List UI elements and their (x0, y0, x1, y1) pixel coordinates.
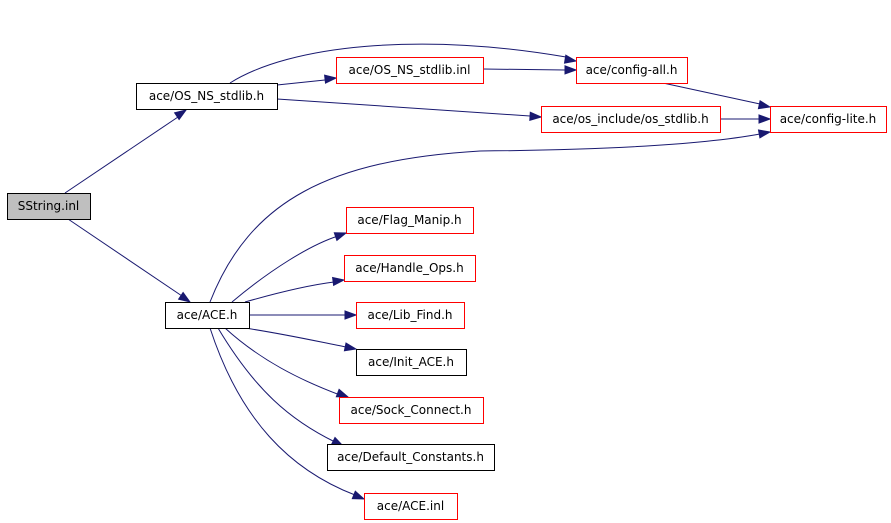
arrowhead (343, 342, 358, 352)
node-label: ace/Init_ACE.h (368, 355, 454, 369)
edge-line (276, 79, 326, 86)
edge-line (229, 43, 567, 84)
node-label: ace/Sock_Connect.h (351, 403, 472, 417)
node-box[interactable] (356, 349, 467, 376)
node-label: ace/Flag_Manip.h (357, 213, 461, 227)
arrowhead (758, 114, 772, 124)
node-box[interactable] (346, 207, 474, 234)
edge-ace_h-to-default_constants_h (217, 327, 345, 447)
arrowhead (344, 310, 358, 320)
edge-os_ns_stdlib_h-to-os_include_os_stdlib_h (276, 98, 543, 121)
edge-line (67, 218, 183, 297)
node-label: ace/config-lite.h (780, 112, 877, 126)
node-config-all-h[interactable]: ace/config-all.h (576, 57, 688, 84)
node-box[interactable] (770, 106, 887, 133)
node-init-ace-h[interactable]: ace/Init_ACE.h (356, 349, 467, 376)
edge-line (217, 327, 336, 443)
node-box[interactable] (364, 493, 458, 520)
node-label: ace/ACE.h (177, 308, 238, 322)
node-label: SString.inl (18, 199, 80, 213)
arrowhead (351, 490, 366, 500)
arrowhead (335, 388, 350, 398)
node-label: ace/ACE.inl (377, 499, 444, 513)
node-os-ns-stdlib-h[interactable]: ace/OS_NS_stdlib.h (136, 83, 278, 110)
arrowhead (564, 65, 578, 75)
edge-line (244, 281, 335, 303)
arrowhead (177, 291, 192, 303)
edge-line (224, 327, 341, 396)
node-ace-inl[interactable]: ace/ACE.inl (364, 493, 458, 520)
node-box[interactable] (136, 83, 278, 110)
edge-line (244, 327, 347, 348)
edge-line (482, 68, 566, 71)
node-lib-find-h[interactable]: ace/Lib_Find.h (356, 302, 465, 329)
arrowhead (563, 54, 578, 64)
edge-ace_h-to-sock_connect_h (224, 327, 350, 398)
node-config-lite-h[interactable]: ace/config-lite.h (770, 106, 887, 133)
edges-layer (64, 43, 772, 500)
node-os-include-os-stdlib-h[interactable]: ace/os_include/os_stdlib.h (541, 106, 721, 133)
edge-sstring_inl-to-os_ns_stdlib_h (64, 109, 188, 194)
node-label: ace/config-all.h (586, 63, 678, 77)
node-handle-ops-h[interactable]: ace/Handle_Ops.h (344, 255, 476, 282)
node-label: ace/Handle_Ops.h (355, 261, 463, 275)
arrowhead (173, 109, 188, 121)
node-label: ace/OS_NS_stdlib.h (149, 89, 264, 103)
node-box[interactable] (165, 302, 250, 329)
node-sock-connect-h[interactable]: ace/Sock_Connect.h (339, 397, 484, 424)
node-box[interactable] (576, 57, 688, 84)
edge-os_ns_stdlib_h-to-os_ns_stdlib_inl (276, 74, 338, 86)
edge-line (209, 327, 356, 496)
node-ace-h[interactable]: ace/ACE.h (165, 302, 250, 329)
edge-line (231, 235, 339, 303)
edge-line (64, 116, 179, 194)
edge-line (209, 133, 761, 303)
edge-os_ns_stdlib_inl-to-config_all_h (482, 65, 578, 75)
edge-line (276, 98, 531, 117)
node-box[interactable] (327, 444, 495, 471)
edge-ace_h-to-handle_ops_h (244, 276, 346, 303)
node-box[interactable] (7, 193, 91, 220)
node-label: ace/Lib_Find.h (367, 308, 452, 322)
node-box[interactable] (344, 255, 476, 282)
edge-ace_h-to-ace_inl (209, 327, 366, 500)
edge-os_include_os_stdlib_h-to-config_lite_h (720, 114, 772, 124)
node-label: ace/os_include/os_stdlib.h (552, 112, 708, 126)
arrowhead (332, 276, 346, 287)
edge-sstring_inl-to-ace_h (67, 218, 192, 303)
node-label: ace/Default_Constants.h (337, 450, 484, 464)
node-flag-manip-h[interactable]: ace/Flag_Manip.h (346, 207, 474, 234)
arrowhead (529, 111, 543, 121)
nodes-layer: SString.inl ace/OS_NS_stdlib.h ace/OS_NS_s… (7, 57, 887, 520)
edge-ace_h-to-config_lite_h (209, 129, 772, 303)
node-sstring-inl[interactable]: SString.inl (7, 193, 91, 220)
arrowhead (324, 74, 338, 84)
arrowhead (757, 129, 772, 139)
node-default-constants-h[interactable]: ace/Default_Constants.h (327, 444, 495, 471)
arrowhead (333, 232, 348, 242)
arrowhead (757, 99, 772, 110)
edge-ace_h-to-flag_manip_h (231, 232, 348, 303)
node-label: ace/OS_NS_stdlib.inl (349, 63, 471, 77)
edge-line (662, 82, 761, 105)
node-box[interactable] (339, 397, 484, 424)
edge-os_ns_stdlib_h-to-config_all_h (229, 43, 578, 84)
edge-ace_h-to-init_ace_h (244, 327, 358, 352)
edge-ace_h-to-lib_find_h (249, 310, 358, 320)
node-box[interactable] (336, 57, 484, 84)
node-box[interactable] (356, 302, 465, 329)
node-box[interactable] (541, 106, 721, 133)
edge-config_all_h-to-config_lite_h (662, 82, 772, 110)
node-os-ns-stdlib-inl[interactable]: ace/OS_NS_stdlib.inl (336, 57, 484, 84)
